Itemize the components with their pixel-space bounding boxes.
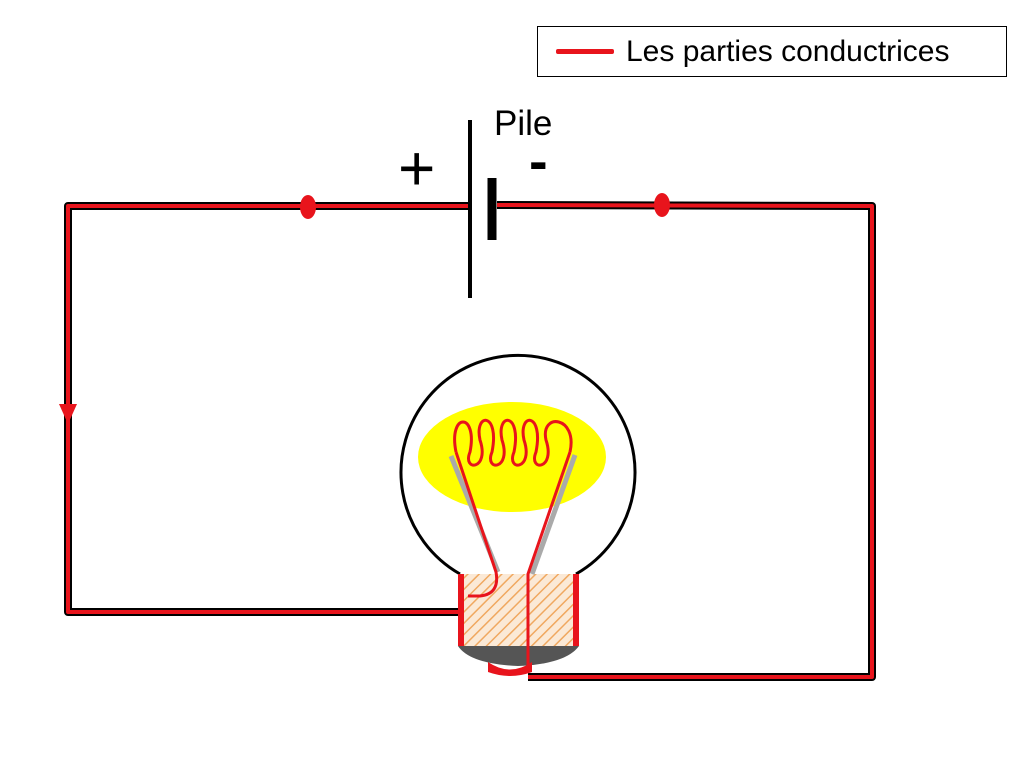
bulb-base bbox=[461, 574, 576, 646]
battery-label: Pile bbox=[494, 104, 553, 143]
junction-dot-left bbox=[300, 195, 316, 219]
legend: Les parties conductrices bbox=[537, 26, 1007, 77]
battery-symbol-icon bbox=[468, 120, 497, 298]
bulb-cap bbox=[458, 646, 579, 666]
bulb-contact bbox=[488, 662, 532, 676]
filament-lead-right bbox=[526, 451, 572, 672]
arrow-down-icon bbox=[59, 365, 77, 424]
junction-dot-right bbox=[654, 193, 670, 217]
negative-terminal-label: - bbox=[529, 129, 548, 192]
positive-terminal-label: + bbox=[398, 132, 436, 204]
light-bulb-icon bbox=[399, 353, 637, 676]
wire-left bbox=[64, 202, 470, 616]
legend-swatch bbox=[556, 49, 614, 54]
filament-lead-left bbox=[454, 451, 499, 598]
legend-label: Les parties conductrices bbox=[626, 34, 950, 68]
filament-coil bbox=[453, 419, 573, 467]
